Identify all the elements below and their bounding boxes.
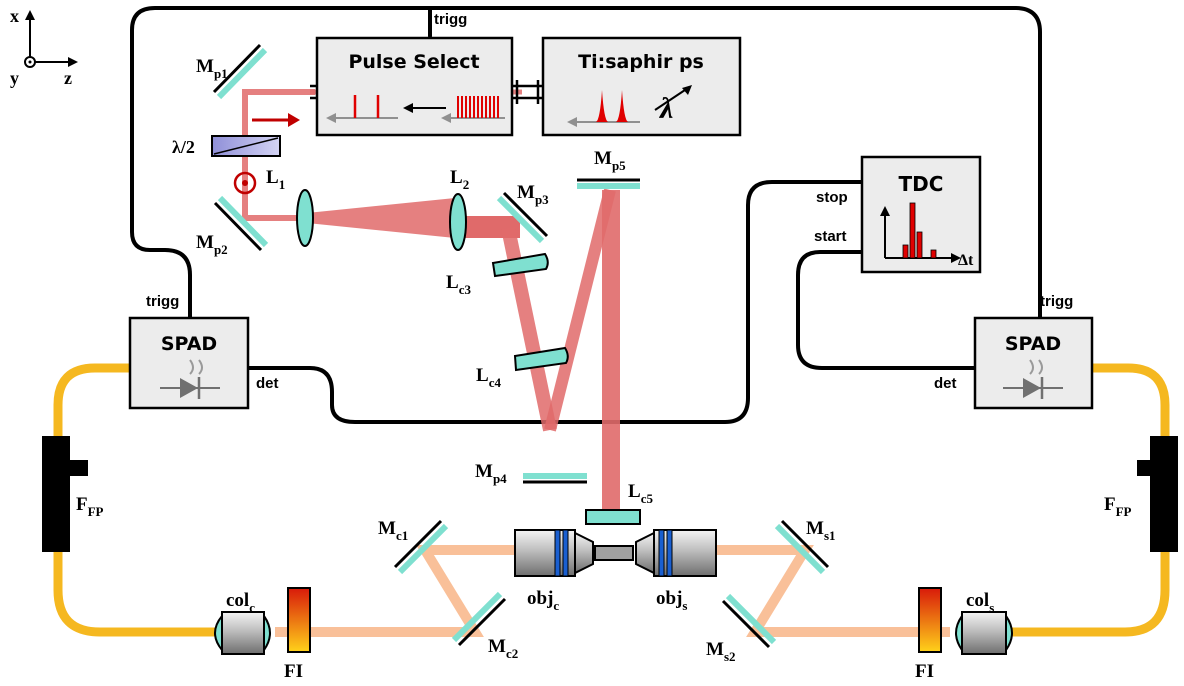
lens-l1: [296, 189, 314, 247]
label-lc3: Lc3: [446, 272, 471, 297]
lens-lc3: [491, 252, 549, 278]
cable-det-left-to-stop: [246, 180, 864, 424]
trigg-right-label: trigg: [1040, 293, 1073, 310]
mirror-ms2: [721, 593, 777, 649]
det-right-label: det: [934, 375, 957, 392]
axis-y-label: y: [10, 68, 19, 88]
fiber-fp-filter-left: [42, 436, 88, 552]
spad-left-box: SPAD: [128, 316, 250, 410]
isolator-fi-right: [918, 587, 942, 653]
laser-title: Ti:saphir ps: [578, 51, 704, 73]
label-ms1: Ms1: [806, 518, 836, 543]
mirror-mp3: [496, 191, 549, 244]
spad-right-title: SPAD: [1005, 333, 1061, 355]
half-wave-plate: [211, 135, 281, 157]
label-mp2: Mp2: [196, 232, 228, 257]
pulse-select-box: Pulse Select: [315, 36, 514, 137]
label-mc1: Mc1: [378, 518, 408, 543]
objective-s: [635, 529, 717, 577]
spad-right-box: SPAD: [973, 316, 1094, 410]
label-ffp-left: FFP: [76, 494, 104, 519]
laser-pulses: [567, 90, 640, 127]
mirror-mp1: [212, 43, 268, 100]
label-fi-right: FI: [915, 661, 934, 682]
spad-left-title: SPAD: [161, 333, 217, 355]
axis-x-label: x: [10, 6, 19, 26]
pulse-select-title: Pulse Select: [348, 51, 479, 73]
cables: [130, 6, 1042, 424]
stop-label: stop: [816, 189, 848, 206]
tunable-wavelength-icon: λ: [654, 85, 692, 125]
label-lambda-half: λ/2: [172, 137, 195, 157]
tdc-box: TDC Δt: [860, 155, 982, 274]
trigg-left-label: trigg: [146, 293, 179, 310]
start-label: start: [814, 228, 847, 245]
pulse-select-output-pulses: [326, 95, 398, 123]
label-lc4: Lc4: [476, 365, 501, 390]
label-mp3: Mp3: [517, 182, 549, 207]
axes: x y z: [10, 6, 78, 88]
cable-start-to-det-right: [796, 250, 977, 370]
beams: [242, 89, 950, 637]
polarization-horizontal-arrow: [252, 113, 300, 127]
mirror-mc1: [393, 519, 449, 575]
label-objc: objc: [527, 588, 559, 613]
label-mp4: Mp4: [475, 461, 507, 486]
label-l2: L2: [450, 167, 469, 192]
pulse-select-input-pulses: [441, 96, 505, 123]
label-fi-left: FI: [284, 661, 303, 682]
tdc-title: TDC: [899, 172, 944, 196]
label-mc2: Mc2: [488, 636, 518, 661]
trigg-top-label: trigg: [434, 11, 467, 28]
arrow-left-icon: [403, 103, 446, 113]
fiber-fp-filter-right: [1137, 436, 1178, 552]
label-l1: L1: [266, 167, 285, 192]
label-mp1: Mp1: [196, 56, 228, 81]
mirror-ms1: [774, 519, 830, 575]
pump-beam: [242, 89, 620, 512]
label-ms2: Ms2: [706, 639, 736, 664]
label-mp5: Mp5: [594, 148, 626, 173]
polarization-out-of-plane-icon: [233, 171, 257, 195]
label-lc5: Lc5: [628, 481, 653, 506]
axis-z-label: z: [64, 68, 72, 88]
collimator-s: [955, 611, 1013, 655]
mirror-mp2: [213, 195, 269, 252]
label-colc: colc: [226, 590, 255, 615]
label-ffp-right: FFP: [1104, 494, 1132, 519]
lens-lc5: [585, 509, 641, 525]
component-labels: Mp1 Mp2 Mp3 Mp4 Mp5 L1 L2 Lc3 Lc4 Lc5 Mc…: [76, 56, 1132, 682]
delta-t-label: Δt: [958, 252, 974, 269]
laser-box: Ti:saphir ps λ: [541, 36, 742, 137]
label-cols: cols: [966, 590, 994, 615]
lens-l2: [449, 193, 467, 251]
mirror-mp4: [523, 473, 587, 484]
cable-trigger-loop: [130, 6, 1042, 322]
label-objs: objs: [656, 588, 687, 613]
svg-text:λ: λ: [658, 92, 673, 125]
mirror-mp5: [577, 178, 640, 189]
photodiode-icon: [1003, 359, 1063, 399]
det-left-label: det: [256, 375, 279, 392]
sample: [594, 545, 634, 561]
isolator-fi-left: [287, 587, 311, 653]
signal-beam: [275, 545, 950, 637]
connector-laser-pulse-select: [512, 80, 543, 104]
collimator-c: [214, 611, 271, 655]
histogram-icon: [880, 202, 961, 263]
lens-lc4: [513, 346, 569, 372]
objective-c: [514, 529, 594, 577]
photodiode-icon: [160, 359, 220, 399]
mirror-mc2: [451, 591, 507, 647]
connector-pulse-select-out: [310, 84, 317, 100]
